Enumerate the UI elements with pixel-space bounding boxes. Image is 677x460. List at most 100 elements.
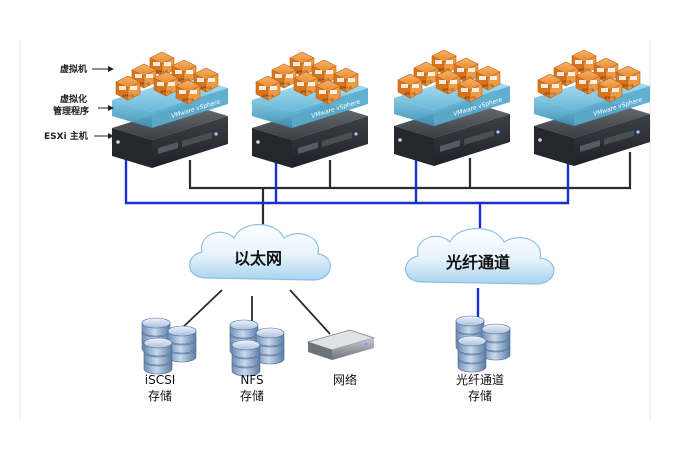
vm-badge-text: APP OS: [622, 84, 634, 88]
vm-box: APP OS: [255, 75, 281, 101]
vm-badge-text: APP OS: [482, 84, 494, 88]
switch-led: [364, 342, 368, 346]
vm-box: APP OS: [597, 77, 623, 103]
ethernet-cloud-shape: [189, 224, 331, 281]
vm-box: APP OS: [575, 69, 601, 95]
ethernet-cloud-label: 以太网: [234, 249, 282, 268]
vm-badge-text: APP OS: [156, 70, 168, 74]
vm-badge-text: APP OS: [278, 82, 290, 86]
vm-badge-text: APP OS: [178, 78, 190, 82]
vm-badge-text: APP OS: [122, 94, 134, 98]
vm-badge-text: APP OS: [464, 96, 476, 100]
vm-box: APP OS: [289, 51, 315, 77]
ethernet-links: [188, 152, 632, 228]
vm-badge-text: APP OS: [582, 88, 594, 92]
vm-box: APP OS: [193, 67, 219, 93]
vm-box: APP OS: [537, 73, 563, 99]
vm-box: APP OS: [149, 51, 175, 77]
vm-badge-text: APP OS: [420, 80, 432, 84]
fc-disk-stack-front: [457, 335, 487, 373]
left-legend: 虚拟机 虚拟化 管理程序 ESXi 主机: [44, 63, 114, 142]
vm-box: APP OS: [453, 57, 479, 83]
fc-disk-stack-right: [481, 323, 511, 361]
vm-badge-text: APP OS: [160, 90, 172, 94]
vm-box: APP OS: [271, 63, 297, 89]
ethernet-cloud: 以太网: [189, 224, 331, 281]
vm-badge-text: APP OS: [322, 98, 334, 102]
vm-box: APP OS: [593, 57, 619, 83]
vm-badge-text: APP OS: [300, 90, 312, 94]
fc-bus: [124, 152, 570, 205]
vm-box: APP OS: [315, 79, 341, 105]
vm-box: APP OS: [615, 65, 641, 91]
nfs-disk-stack-front: [231, 339, 261, 377]
vm-badge-text: APP OS: [340, 86, 352, 90]
vm-box: APP OS: [175, 79, 201, 105]
label-fc-2: 存储: [468, 388, 492, 403]
iscsi-disk-stack-right: [167, 325, 197, 363]
network-device: [306, 329, 376, 360]
vm-box: APP OS: [457, 77, 483, 103]
vm-box: APP OS: [311, 59, 337, 85]
vm-box: APP OS: [413, 61, 439, 87]
label-iscsi-1: iSCSI: [145, 373, 176, 387]
vm-box: APP OS: [553, 61, 579, 87]
vm-badge-text: APP OS: [182, 98, 194, 102]
nfs-disk-stack-right: [255, 327, 285, 365]
ethernet-bus: [188, 152, 632, 190]
link-iscsi: [179, 289, 223, 331]
label-vm: 虚拟机: [60, 63, 87, 75]
vm-box: APP OS: [171, 59, 197, 85]
vm-badge-text: APP OS: [138, 82, 150, 86]
vm-box: APP OS: [435, 69, 461, 95]
fibre-channel-links: [124, 152, 570, 322]
label-hypervisor-1: 虚拟化: [60, 93, 87, 105]
label-fc-1: 光纤通道: [456, 373, 504, 387]
label-iscsi-2: 存储: [148, 388, 172, 403]
vm-badge-text: APP OS: [438, 68, 450, 72]
vm-badge-text: APP OS: [600, 76, 612, 80]
vm-badge-text: APP OS: [200, 86, 212, 90]
vm-badge-text: APP OS: [442, 88, 454, 92]
vm-box: APP OS: [153, 71, 179, 97]
vm-box: APP OS: [293, 71, 319, 97]
vm-badge-text: APP OS: [460, 76, 472, 80]
vm-badge-text: APP OS: [578, 68, 590, 72]
storage-devices: [141, 315, 511, 377]
label-nfs-1: NFS: [240, 373, 263, 387]
storage-labels: iSCSI 存储 NFS 存储 网络 光纤通道 存储: [145, 372, 504, 403]
label-nfs-2: 存储: [240, 388, 264, 403]
label-esxi-host: ESXi 主机: [44, 130, 88, 142]
vm-box: APP OS: [115, 75, 141, 101]
arrowhead-hypervisor: [108, 105, 114, 111]
vm-box: APP OS: [475, 65, 501, 91]
vm-badge-text: APP OS: [318, 78, 330, 82]
vm-badge-text: APP OS: [296, 70, 308, 74]
fibre-channel-cloud-label: 光纤通道: [445, 253, 510, 272]
fibre-channel-cloud-shape: [405, 228, 555, 285]
switch-front: [332, 338, 374, 360]
arrowhead-esxi: [108, 133, 114, 139]
arrowhead-vm: [108, 66, 114, 72]
vm-badge-text: APP OS: [544, 92, 556, 96]
vm-box: APP OS: [397, 73, 423, 99]
vm-box: APP OS: [571, 49, 597, 75]
fibre-channel-cloud: 光纤通道: [405, 228, 555, 285]
link-network-device: [289, 289, 331, 335]
label-hypervisor-2: 管理程序: [53, 105, 89, 117]
vm-box: APP OS: [333, 67, 359, 93]
iscsi-disk-stack-front: [143, 337, 173, 375]
vm-badge-text: APP OS: [560, 80, 572, 84]
vm-box: APP OS: [131, 63, 157, 89]
switch-side: [308, 342, 332, 360]
vm-badge-text: APP OS: [404, 92, 416, 96]
label-network: 网络: [333, 372, 357, 387]
vm-badge-text: APP OS: [604, 96, 616, 100]
